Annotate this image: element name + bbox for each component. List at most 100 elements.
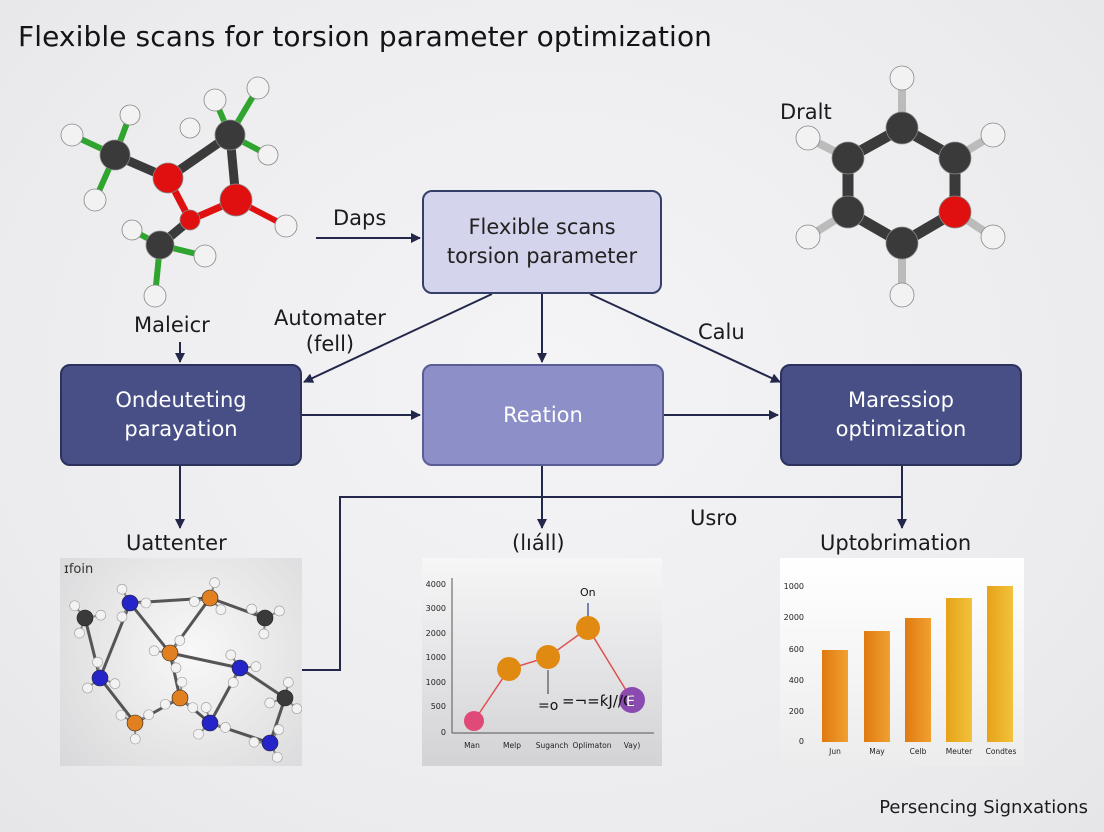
hydrogen-atom bbox=[187, 702, 199, 713]
atom bbox=[91, 669, 109, 687]
edge-label-automater: Automater (fell) bbox=[274, 306, 386, 356]
hydrogen-atom bbox=[225, 649, 237, 661]
footer-caption: Persencing Signxations bbox=[879, 797, 1088, 818]
hydrogen-atom bbox=[148, 645, 160, 657]
hydrogen-atom bbox=[116, 583, 128, 595]
hydrogen-atom bbox=[246, 603, 258, 615]
hydrogen-atom bbox=[189, 596, 200, 607]
atom bbox=[201, 714, 219, 732]
hydrogen-atom bbox=[140, 597, 152, 609]
y-tick: 500 bbox=[431, 702, 446, 711]
flexible-scans-box[interactable]: Flexible scans torsion parameter bbox=[422, 190, 662, 294]
hydrogen-atom bbox=[248, 736, 260, 748]
hydrogen-atom bbox=[274, 605, 285, 617]
annotation-formula: =¬=ƙJ//C bbox=[562, 692, 633, 710]
panel-title-uattenter: Uattenter bbox=[126, 531, 227, 555]
y-tick: 0 bbox=[799, 737, 804, 746]
atom bbox=[201, 589, 219, 607]
hydrogen-atom bbox=[95, 609, 107, 621]
hydrogen-atom bbox=[264, 697, 276, 709]
y-tick: 2000 bbox=[784, 613, 804, 622]
hydrogen-atom bbox=[258, 628, 270, 640]
data-point bbox=[497, 657, 521, 681]
y-tick: 0 bbox=[441, 728, 446, 737]
hydrogen-atom bbox=[250, 661, 262, 672]
panel-tag: ɪfoin bbox=[64, 562, 94, 577]
hydrogen-atom bbox=[176, 676, 188, 688]
hydrogen-atom bbox=[159, 698, 171, 710]
hydrogen-atom bbox=[92, 656, 103, 668]
hydrogen-atom bbox=[69, 600, 81, 612]
molecule-label-maleicr: Maleicr bbox=[134, 313, 210, 337]
line-chart-panel: 4000 3000 2000 1000 1000 500 0 Man Melp … bbox=[422, 558, 662, 766]
y-tick: 1000 bbox=[426, 678, 446, 687]
atom bbox=[76, 609, 94, 627]
hydrogen-atom bbox=[200, 702, 212, 713]
hydrogen-atom bbox=[82, 682, 93, 694]
bar bbox=[987, 586, 1013, 742]
atom bbox=[161, 644, 179, 662]
annotation-eq: =o bbox=[538, 698, 558, 714]
y-tick: 1000 bbox=[784, 582, 804, 591]
bar bbox=[905, 618, 931, 742]
atom bbox=[121, 594, 139, 612]
x-tick: Celb bbox=[910, 747, 927, 756]
line-chart: 4000 3000 2000 1000 1000 500 0 Man Melp … bbox=[426, 578, 654, 750]
reation-box[interactable]: Reation bbox=[422, 364, 664, 466]
molecule-label-dralt: Dralt bbox=[780, 100, 832, 124]
bar bbox=[822, 650, 848, 742]
hydrogen-atom bbox=[271, 751, 283, 763]
bar bbox=[864, 631, 890, 742]
y-tick: 3000 bbox=[426, 604, 446, 613]
y-tick: 4000 bbox=[426, 580, 446, 589]
hydrogen-atom bbox=[116, 611, 128, 623]
x-tick: Melp bbox=[503, 741, 521, 750]
edge-label-daps: Daps bbox=[333, 206, 387, 230]
usro-loop-line bbox=[300, 496, 902, 671]
hydrogen-atom bbox=[291, 703, 302, 715]
data-point bbox=[576, 616, 600, 640]
annotation-on: On bbox=[580, 586, 596, 599]
atom bbox=[126, 714, 144, 732]
x-tick: Condtes bbox=[986, 747, 1017, 756]
x-tick: Jun bbox=[828, 747, 841, 756]
bar bbox=[946, 598, 972, 742]
data-point bbox=[464, 711, 484, 731]
atom bbox=[171, 689, 189, 707]
hydrogen-atom bbox=[74, 627, 85, 639]
atom bbox=[276, 689, 294, 707]
hydrogen-atom bbox=[273, 724, 285, 735]
atom bbox=[261, 734, 279, 752]
x-tick: Vay) bbox=[624, 741, 641, 750]
x-tick: Man bbox=[464, 741, 480, 750]
data-point bbox=[536, 645, 560, 669]
molecular-structure-panel: ɪfoin bbox=[60, 558, 302, 766]
x-tick: Suganch bbox=[536, 741, 569, 750]
hydrogen-atom bbox=[193, 728, 204, 740]
ondeuteting-box[interactable]: Ondeuteting parayation bbox=[60, 364, 302, 466]
arrow-top-to-right bbox=[589, 293, 781, 383]
maressiop-optimization-box[interactable]: Maressiop optimization bbox=[780, 364, 1022, 466]
hydrogen-atom bbox=[209, 577, 220, 588]
hydrogen-atom bbox=[215, 604, 227, 616]
hydrogen-atom bbox=[220, 722, 231, 733]
annotation-e: E bbox=[626, 694, 635, 710]
hydrogen-atom bbox=[143, 709, 155, 721]
y-tick: 200 bbox=[789, 707, 804, 716]
molecular-network bbox=[69, 577, 302, 763]
y-tick: 400 bbox=[789, 676, 804, 685]
atom bbox=[231, 659, 249, 677]
edge-label-usro: Usro bbox=[690, 506, 738, 530]
hydrogen-atom bbox=[174, 635, 186, 646]
atom bbox=[256, 609, 274, 627]
hydrogen-atom bbox=[170, 662, 182, 674]
bar-chart-panel: 1000 2000 600 400 200 0 Jun May Celb Meu… bbox=[780, 558, 1024, 766]
hydrogen-atom bbox=[129, 733, 141, 745]
y-tick: 2000 bbox=[426, 629, 446, 638]
arrow-top-to-left bbox=[303, 293, 493, 383]
bar-chart: 1000 2000 600 400 200 0 Jun May Celb Meu… bbox=[784, 582, 1017, 756]
x-tick: Meuter bbox=[946, 747, 973, 756]
